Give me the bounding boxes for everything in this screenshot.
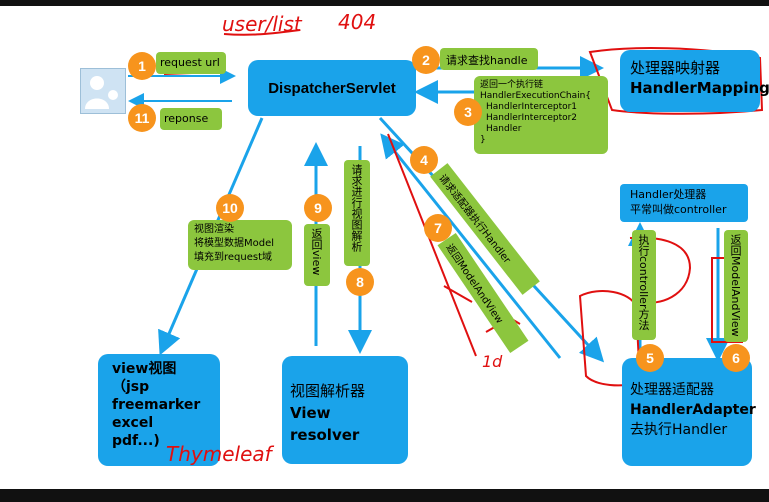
step-11-label: reponse: [160, 108, 222, 130]
step-7-badge: 7: [424, 214, 452, 242]
handwritten-url: user/list: [222, 12, 302, 36]
step-9-badge: 9: [304, 194, 332, 222]
handler-adapter-en: HandlerAdapter: [630, 402, 756, 418]
screen-frame-bottom: [0, 489, 769, 502]
step-1-badge: 1: [128, 52, 156, 80]
annotation-line-return: [387, 133, 477, 357]
step-5-label: 执行controller方法: [632, 230, 656, 340]
step-11-badge: 11: [128, 104, 156, 132]
step-3-badge: 3: [454, 98, 482, 126]
dispatcher-servlet-box: DispatcherServlet: [248, 60, 416, 116]
step-3-label: 返回一个执行链 HandlerExecutionChain{ HandlerIn…: [474, 76, 608, 154]
step-8-label: 请求进行视图解析: [344, 160, 370, 266]
view-line-5: pdf...): [112, 433, 160, 449]
step-6-label: 返回ModelAndView: [724, 230, 748, 342]
step-2-label: 请求查找handle: [440, 48, 538, 70]
step-9-label: 返回view: [304, 224, 330, 286]
view-line-3: freemarker: [112, 397, 201, 413]
handler-controller-subtitle: 平常叫做controller: [630, 203, 727, 216]
view-line-2: （jsp: [112, 379, 150, 395]
view-box: view视图 （jsp freemarker excel pdf...): [98, 354, 220, 466]
handler-mapping-cn: 处理器映射器: [630, 59, 721, 77]
diagram-canvas: DispatcherServlet 处理器映射器 HandlerMapping …: [0, 6, 769, 489]
handwritten-404: 404: [338, 10, 377, 34]
handler-adapter-box: 处理器适配器 HandlerAdapter 去执行Handler: [622, 358, 756, 466]
step-4-badge: 4: [410, 146, 438, 174]
view-line-4: excel: [112, 415, 154, 431]
handler-mapping-box: 处理器映射器 HandlerMapping: [620, 50, 769, 112]
handler-controller-title: Handler处理器: [630, 188, 707, 201]
view-resolver-en: View resolver: [290, 404, 360, 444]
arrow-step-7: [380, 133, 562, 359]
step-10-badge: 10: [216, 194, 244, 222]
step-2-badge: 2: [412, 46, 440, 74]
handler-adapter-cn: 处理器适配器: [630, 382, 714, 398]
handwritten-1d: 1d: [482, 352, 503, 371]
handwritten-thymeleaf: Thymeleaf: [166, 442, 272, 466]
view-line-1: view视图: [112, 361, 177, 377]
step-8-badge: 8: [346, 268, 374, 296]
user-icon: [80, 68, 126, 114]
step-6-badge: 6: [722, 344, 750, 372]
annotation-circle-handler-mapping: [588, 47, 764, 115]
step-5-badge: 5: [636, 344, 664, 372]
dispatcher-servlet-title: DispatcherServlet: [268, 79, 396, 97]
handler-adapter-action: 去执行Handler: [630, 422, 728, 438]
view-resolver-box: 视图解析器 View resolver: [282, 356, 408, 464]
view-resolver-cn: 视图解析器: [290, 382, 366, 400]
handler-mapping-en: HandlerMapping: [630, 79, 769, 97]
handler-controller-box: Handler处理器 平常叫做controller: [620, 184, 748, 222]
step-1-label: request url: [156, 52, 226, 74]
step-10-label: 视图渲染 将模型数据Model 填充到request域: [188, 220, 292, 270]
annotation-loop-params: [578, 290, 642, 387]
screen-frame-top: [0, 0, 769, 6]
